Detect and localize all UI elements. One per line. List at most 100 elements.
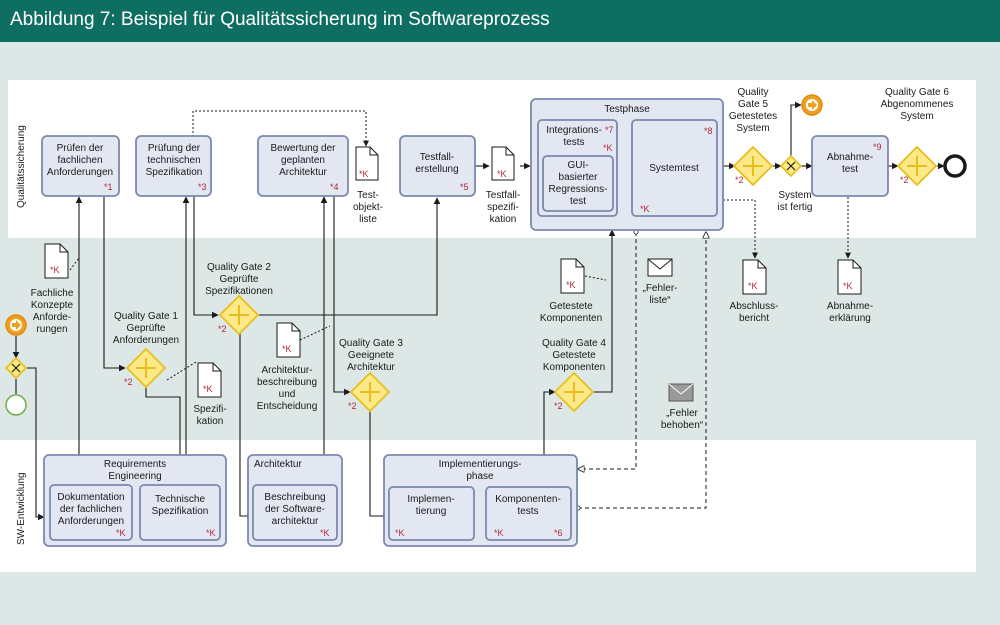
- svg-text:*2: *2: [124, 377, 133, 387]
- svg-text:*2: *2: [218, 324, 227, 334]
- end-event-icon: [943, 154, 967, 178]
- svg-text:*2: *2: [554, 401, 563, 411]
- task-gui-regressionstest: [542, 155, 614, 212]
- svg-text:Architektur: Architektur: [254, 459, 302, 470]
- svg-text:Spezifi-kation: Spezifi-kation: [193, 404, 226, 427]
- svg-text:*K: *K: [748, 281, 758, 291]
- svg-text:*8: *8: [704, 126, 713, 136]
- task-testphase: Testphase Integrations-tests *7 *K GUI-b…: [530, 98, 724, 231]
- task-technische-spezifikation: [139, 484, 221, 541]
- task-testfallerstellung: Testfall-erstellung *5: [399, 135, 476, 197]
- svg-text:*4: *4: [330, 182, 339, 192]
- doc-abschlussbericht: *K Abschluss-bericht: [730, 259, 779, 324]
- svg-text:Abnahme-erklärung: Abnahme-erklärung: [827, 301, 873, 324]
- envelope-icon: [647, 258, 673, 277]
- svg-text:*7: *7: [605, 125, 614, 135]
- qs-lane-label: Qualitätssicherung: [16, 125, 27, 208]
- svg-text:Systemtest: Systemtest: [649, 163, 699, 174]
- svg-text:*K: *K: [497, 169, 507, 179]
- task-beschreibung-architektur: [252, 484, 338, 541]
- doc-testobjektliste: *K Test-objekt-liste: [353, 146, 383, 225]
- sw-lane-label: SW-Entwicklung: [16, 472, 27, 545]
- svg-text:*K: *K: [203, 384, 213, 394]
- title-bar: Abbildung 7: Beispiel für Qualitätssiche…: [0, 0, 1000, 42]
- svg-text:Testfall-spezifi-kation: Testfall-spezifi-kation: [486, 190, 520, 225]
- green-event-icon: [5, 394, 27, 416]
- svg-text:*3: *3: [198, 182, 207, 192]
- svg-text:*K: *K: [640, 204, 650, 214]
- svg-text:*2: *2: [900, 175, 909, 185]
- svg-text:*K: *K: [116, 528, 126, 538]
- message-flows: [578, 232, 706, 508]
- svg-text:Implementierungs-phase: Implementierungs-phase: [439, 459, 522, 482]
- task-implementierungsphase: Implementierungs-phase Implemen-tierung …: [383, 454, 578, 547]
- xor-gateway-start: [4, 356, 28, 380]
- connectors: [12, 101, 945, 524]
- svg-text:*2: *2: [348, 401, 357, 411]
- svg-text:Abnahme-test: Abnahme-test: [827, 152, 873, 175]
- svg-text:Integrations-tests: Integrations-tests: [546, 125, 602, 148]
- doc-spezifikation: *K Spezifi-kation: [193, 362, 227, 427]
- svg-text:*6: *6: [554, 528, 563, 538]
- svg-text:Komponenten-tests: Komponenten-tests: [495, 494, 561, 517]
- svg-text:Test-objekt-liste: Test-objekt-liste: [353, 190, 383, 225]
- svg-text:Testphase: Testphase: [604, 104, 650, 115]
- task-systemtest: [631, 119, 718, 217]
- svg-text:*K: *K: [50, 265, 60, 275]
- svg-text:*1: *1: [104, 182, 113, 192]
- svg-text:*K: *K: [359, 169, 369, 179]
- svg-text:Abschluss-bericht: Abschluss-bericht: [730, 301, 779, 324]
- task-implementierung: [388, 486, 475, 541]
- svg-text:*K: *K: [494, 528, 504, 538]
- start-event-icon: [5, 314, 27, 336]
- svg-text:„Fehler-liste“: „Fehler-liste“: [642, 283, 677, 306]
- svg-text:*K: *K: [395, 528, 405, 538]
- svg-text:*5: *5: [460, 182, 469, 192]
- svg-text:Implemen-tierung: Implemen-tierung: [407, 494, 454, 517]
- svg-text:*9: *9: [873, 142, 882, 152]
- svg-text:*2: *2: [735, 175, 744, 185]
- page-title: Abbildung 7: Beispiel für Qualitätssiche…: [10, 9, 550, 30]
- svg-text:*K: *K: [320, 528, 330, 538]
- svg-text:Testfall-erstellung: Testfall-erstellung: [415, 152, 458, 175]
- task-dokumentation: [49, 484, 133, 541]
- svg-text:*K: *K: [282, 344, 292, 354]
- task-komponententests: [485, 486, 572, 541]
- task-abnahmetest: Abnahme-test *9: [811, 135, 889, 197]
- envelope-icon: [668, 383, 694, 402]
- intermediate-event-icon: [801, 94, 823, 116]
- svg-text:*K: *K: [603, 143, 613, 153]
- doc-abnahmeerklaerung: *K Abnahme-erklärung: [827, 259, 873, 324]
